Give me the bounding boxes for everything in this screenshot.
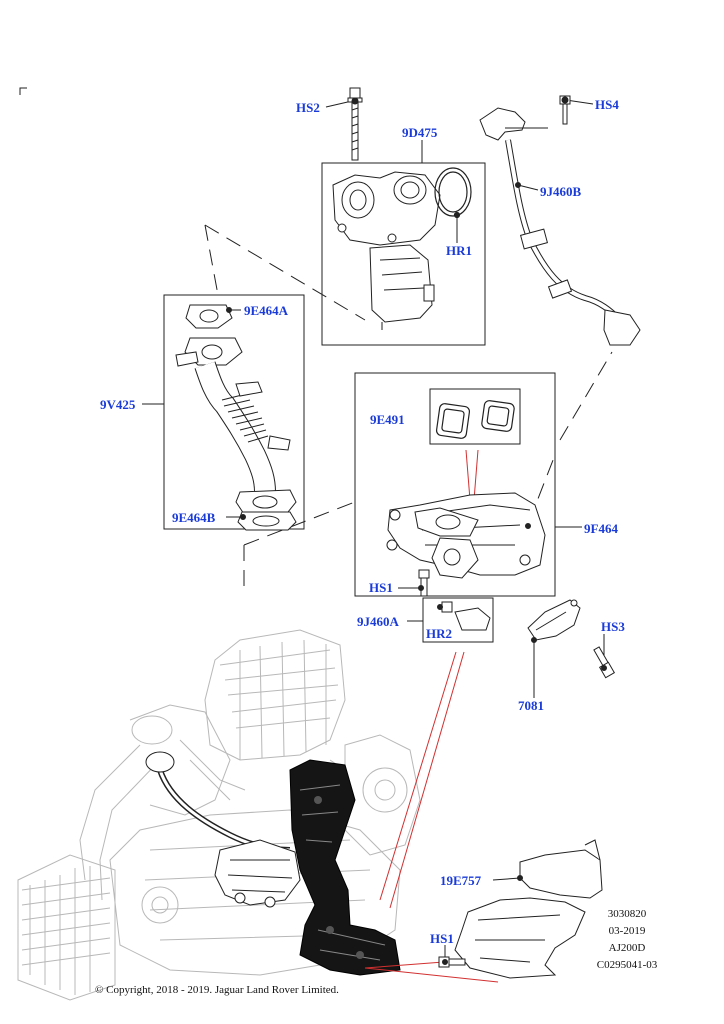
callout-9v425[interactable]: 9V425 <box>100 397 136 412</box>
callout-hs1-upper[interactable]: HS1 <box>369 580 393 595</box>
assembly-dashed-lines <box>204 224 613 590</box>
bolt-hs4-drawing <box>559 95 571 125</box>
callout-9e491[interactable]: 9E491 <box>370 412 405 427</box>
bracket-7081-drawing <box>527 599 581 643</box>
bolt-hs2-drawing <box>347 87 363 161</box>
gaskets-9e491-drawing <box>435 400 515 439</box>
egr-pipe-9v425-drawing <box>175 304 297 531</box>
red-leader-lines <box>364 449 499 983</box>
egr-cooler-9f464-drawing <box>386 492 546 579</box>
reference-date: 03-2019 <box>608 925 646 937</box>
callout-9j460b[interactable]: 9J460B <box>540 184 582 199</box>
bolt-hs3-drawing <box>593 646 616 679</box>
callout-9f464[interactable]: 9F464 <box>584 521 618 536</box>
callout-hs3[interactable]: HS3 <box>601 619 625 634</box>
callout-hs1-lower[interactable]: HS1 <box>430 931 454 946</box>
gasket-ring-hr1-drawing <box>434 167 472 219</box>
frame-9v425 <box>163 294 305 530</box>
heat-shield-19e757-drawing <box>454 839 603 979</box>
frame-9e491 <box>429 388 521 445</box>
reference-illustration-id: C0295041-03 <box>596 959 658 971</box>
frame-9d475 <box>321 162 486 346</box>
bolt-hs1-upper-drawing <box>418 569 430 597</box>
callout-leaders <box>142 99 605 962</box>
callout-9d475[interactable]: 9D475 <box>402 125 438 140</box>
reference-number: 3030820 <box>607 908 647 920</box>
callout-9j460a[interactable]: 9J460A <box>357 614 399 629</box>
callout-9e464a[interactable]: 9E464A <box>244 303 289 318</box>
frame-9f464 <box>354 372 556 597</box>
drawing-reference-block: 3030820 03-2019 AJ200D C0295041-03 <box>585 906 669 974</box>
callout-hr1[interactable]: HR1 <box>446 243 472 258</box>
callout-7081[interactable]: 7081 <box>518 698 544 713</box>
frame-9j460a <box>422 597 494 643</box>
egr-valve-9d475-drawing <box>332 171 441 330</box>
callout-19e757[interactable]: 19E757 <box>440 873 482 888</box>
egr-valve-installed <box>145 751 301 908</box>
tube-9j460b-drawing <box>479 107 641 346</box>
sensor-9j460a-drawing <box>437 601 491 631</box>
part-group-frames <box>19 87 556 643</box>
reference-model: AJ200D <box>608 942 646 954</box>
callout-hs4[interactable]: HS4 <box>595 97 619 112</box>
bolt-hs1-lower-drawing <box>438 956 466 968</box>
callout-9e464b[interactable]: 9E464B <box>172 510 216 525</box>
egr-cooler-installed-highlight <box>289 759 401 976</box>
callout-hr2[interactable]: HR2 <box>426 626 452 641</box>
copyright-notice: © Copyright, 2018 - 2019. Jaguar Land Ro… <box>95 984 339 996</box>
callout-hs2[interactable]: HS2 <box>296 100 320 115</box>
